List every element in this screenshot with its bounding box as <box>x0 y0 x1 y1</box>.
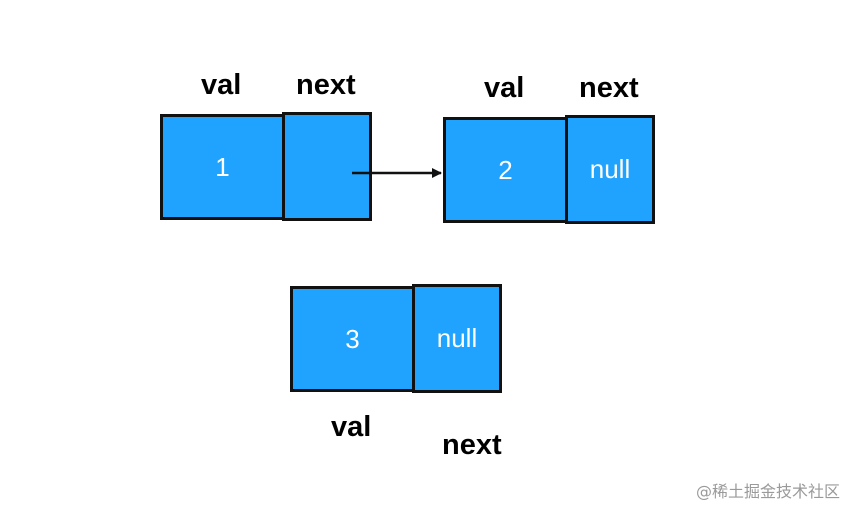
node-3-next-box: null <box>412 284 502 393</box>
node-2-next-box: null <box>565 115 655 224</box>
node-3-next-label: next <box>442 429 502 461</box>
node-1-next-label: next <box>296 69 356 101</box>
node-1-val-label: val <box>201 69 242 101</box>
node-3-val-label: val <box>331 411 372 443</box>
node-3-val-box: 3 <box>290 286 415 392</box>
node-3-val-text: 3 <box>345 323 360 354</box>
node-3-next-text: null <box>436 323 478 353</box>
node-1-val-text: 1 <box>215 151 230 182</box>
node-2-val-label: val <box>484 72 525 104</box>
watermark-text: @稀土掘金技术社区 <box>695 482 840 501</box>
node-2-next-text: null <box>589 154 631 184</box>
node-1-val-box: 1 <box>160 114 285 220</box>
node-1-next-box <box>282 112 372 221</box>
node-2-val-text: 2 <box>498 154 513 185</box>
node-2-next-label: next <box>579 72 639 104</box>
node-2-val-box: 2 <box>443 117 568 223</box>
